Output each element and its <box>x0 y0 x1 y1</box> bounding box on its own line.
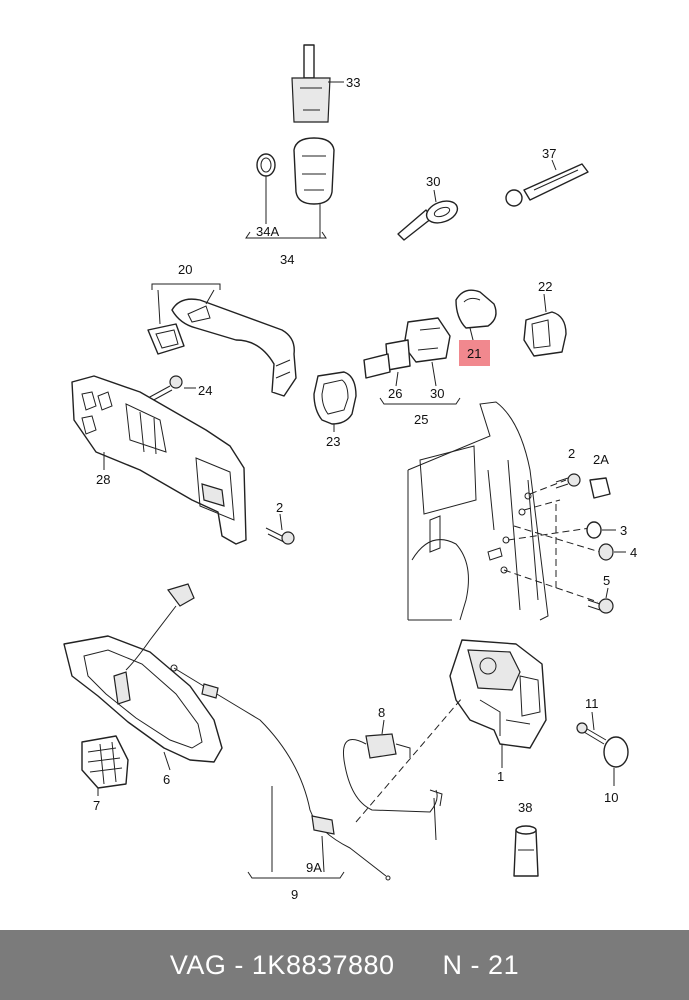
label-7: 7 <box>93 798 100 813</box>
label-30-key: 30 <box>426 174 440 189</box>
label-34: 34 <box>280 252 294 267</box>
label-20: 20 <box>178 262 192 277</box>
part-9-bowden-cable <box>170 664 391 881</box>
label-21-highlight <box>459 340 490 366</box>
harness-connector <box>125 583 195 671</box>
part-5-bolt <box>587 587 614 614</box>
label-8: 8 <box>378 705 385 720</box>
part-8-connector <box>365 719 411 759</box>
footer-part-number: VAG - 1K8837880 N - 21 <box>169 949 520 980</box>
part-34-key-head <box>293 137 335 205</box>
label-9: 9 <box>291 887 298 902</box>
label-25: 25 <box>414 412 428 427</box>
part-7-grille <box>81 735 129 796</box>
label-37: 37 <box>542 146 556 161</box>
part-26-lock-cylinder <box>363 317 451 387</box>
part-4-washer <box>598 543 626 561</box>
label-38: 38 <box>518 800 532 815</box>
part-2-screw-door <box>555 473 581 489</box>
label-1: 1 <box>497 769 504 784</box>
label-11: 11 <box>585 696 599 711</box>
label-3: 3 <box>620 523 627 538</box>
label-34a: 34A <box>256 224 279 239</box>
label-10: 10 <box>604 790 618 805</box>
part-1-door-lock <box>449 639 547 768</box>
footer-bar: VAG - 1K8837880 N - 21 <box>0 930 689 1000</box>
label-2a: 2A <box>593 452 609 467</box>
label-4: 4 <box>630 545 637 560</box>
label-6: 6 <box>163 772 170 787</box>
part-3-grommet <box>586 521 616 539</box>
part-30-key <box>397 189 459 241</box>
part-22-bracket <box>523 293 567 357</box>
label-21: 21 <box>467 346 481 361</box>
part-23-gasket <box>313 371 357 432</box>
label-26: 26 <box>388 386 402 401</box>
label-9a: 9A <box>306 860 322 875</box>
part-33-key-cap <box>291 44 344 123</box>
part-11-screw <box>576 711 607 745</box>
label-28: 28 <box>96 472 110 487</box>
part-2a-cap <box>589 477 611 499</box>
door-shell <box>407 401 549 621</box>
label-22: 22 <box>538 279 552 294</box>
part-28-handle-carrier <box>71 375 247 545</box>
label-23: 23 <box>326 434 340 449</box>
label-2-carrier: 2 <box>276 500 283 515</box>
label-33: 33 <box>346 75 360 90</box>
label-2-door: 2 <box>568 446 575 461</box>
label-30-cylinder: 30 <box>430 386 444 401</box>
part-21-end-cap <box>455 289 497 345</box>
exploded-parts-diagram: 33 34A 34 30 37 20 <box>63 44 637 902</box>
part-38-grease-tube <box>513 825 539 877</box>
part-34a-ring <box>256 153 276 177</box>
label-24: 24 <box>198 383 212 398</box>
part-37-key-tag <box>505 159 589 207</box>
part-2-screw-carrier <box>265 513 295 545</box>
part-10-cap <box>603 736 629 786</box>
part-24-screw <box>147 375 196 403</box>
part-6-inner-handle <box>63 635 223 771</box>
label-5: 5 <box>603 573 610 588</box>
part-20-outer-handle <box>147 298 297 397</box>
